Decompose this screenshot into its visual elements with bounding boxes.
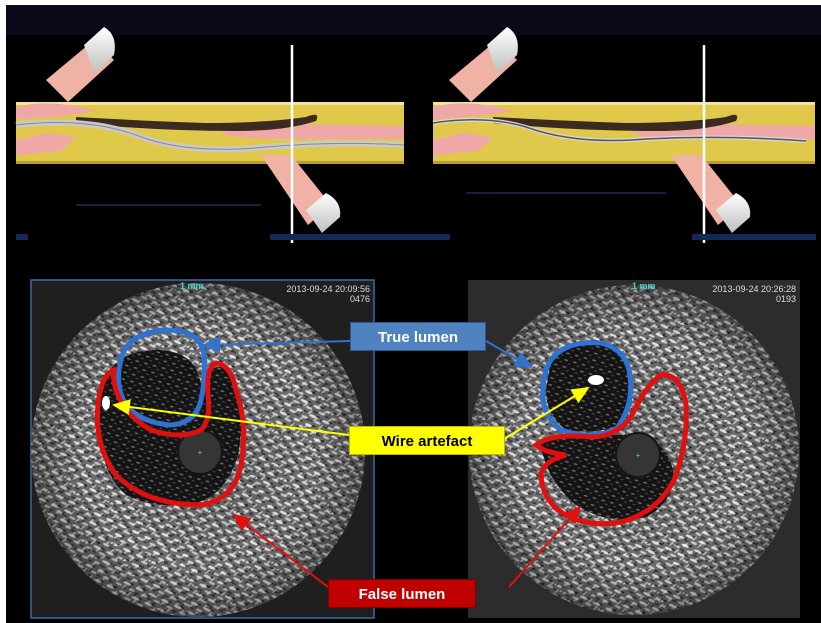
svg-text:+: + <box>198 448 203 457</box>
vessel-schematic-left <box>16 27 450 243</box>
ivus-left-timestamp: 2013-09-24 20:09:56 0476 <box>266 284 370 304</box>
ivus-left-datetime: 2013-09-24 20:09:56 <box>266 284 370 294</box>
ivus-left-scale: 1 mm <box>180 281 204 291</box>
vessel-schematic-right <box>433 27 816 243</box>
false-lumen-label: False lumen <box>328 579 476 608</box>
ivus-panel-left: + <box>31 280 374 618</box>
ivus-right-datetime: 2013-09-24 20:26:28 <box>690 284 796 294</box>
figure-artwork: + + <box>6 5 821 623</box>
figure-stage: + + <box>6 5 821 623</box>
ivus-panel-right: + <box>468 280 800 618</box>
ivus-right-scale: 1 mm <box>632 281 656 291</box>
wire-artefact-label: Wire artefact <box>349 426 505 455</box>
ivus-right-frame: 0193 <box>690 294 796 304</box>
svg-text:+: + <box>636 451 641 460</box>
ivus-left-frame: 0476 <box>266 294 370 304</box>
ivus-right-timestamp: 2013-09-24 20:26:28 0193 <box>690 284 796 304</box>
true-lumen-label: True lumen <box>350 322 486 351</box>
